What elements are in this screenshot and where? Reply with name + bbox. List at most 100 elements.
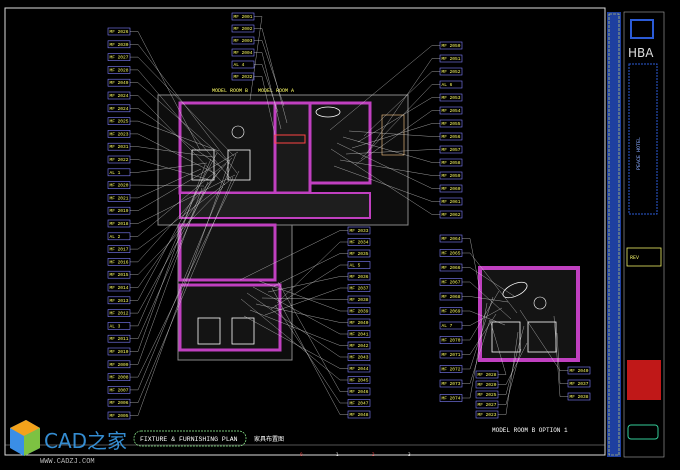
callout-tag[interactable]: MF 2005 (107, 159, 231, 420)
callout-tag[interactable]: MF 2024 (107, 91, 226, 186)
callout-tag[interactable]: MF 2053 (357, 93, 463, 143)
callout-tag[interactable]: AL 5 (270, 261, 371, 310)
callout-tag[interactable]: MF 2008 (107, 170, 240, 381)
callout-tag[interactable]: MF 2019 (107, 151, 239, 215)
callout-tag[interactable]: MF 2021 (107, 168, 202, 202)
callout-tag[interactable]: MF 2070 (439, 290, 500, 344)
callout-tag[interactable]: MF 2004 (231, 48, 282, 130)
callout-tag[interactable]: MF 2060 (336, 142, 463, 193)
callout-tag[interactable]: MF 2049 (107, 78, 229, 163)
callout-tag[interactable]: MF 2039 (258, 280, 371, 315)
callout-code: MF 2067 (442, 280, 461, 286)
callout-tag[interactable]: MF 2007 (107, 153, 237, 394)
callout-tag[interactable]: MF 2071 (439, 313, 497, 359)
callout-tag[interactable]: MF 2024 (107, 104, 223, 169)
leader-line (351, 123, 440, 149)
leader-line (462, 296, 494, 370)
callout-tag[interactable]: MF 2058 (342, 136, 463, 167)
callout-tag[interactable]: MF 2069 (439, 307, 506, 326)
callout-tag[interactable]: MF 2016 (107, 163, 227, 266)
callout-tag[interactable]: MF 2011 (107, 181, 209, 343)
callout-tag[interactable]: AL 7 (439, 307, 503, 330)
callout-tag[interactable]: MF 2001 (231, 12, 263, 101)
callout-tag[interactable]: MF 2010 (107, 164, 206, 356)
callout-tag[interactable]: MF 2064 (439, 234, 481, 291)
callout-tag[interactable]: AL 3 (107, 158, 212, 330)
callout-tag[interactable]: MF 2023 (107, 130, 217, 175)
callout-tag[interactable]: MF 2031 (107, 142, 214, 158)
callout-tag[interactable]: MF 2025 (475, 325, 525, 399)
callout-tag[interactable]: MF 2023 (475, 331, 519, 419)
callout-tag[interactable]: MF 2022 (107, 155, 211, 181)
callout-tag[interactable]: MF 2061 (333, 165, 463, 206)
callout-tag[interactable]: MF 2003 (231, 36, 285, 107)
callout-tag[interactable]: MF 2002 (231, 24, 288, 124)
callout-tag[interactable]: MF 2066 (439, 263, 515, 297)
callout-tag[interactable]: MF 2015 (107, 186, 224, 279)
callout-tag[interactable]: MF 2051 (366, 54, 463, 154)
callout-tag[interactable]: MF 2033 (239, 226, 371, 281)
callout-tag[interactable]: MF 2048 (271, 287, 371, 419)
callout-tag[interactable]: MF 2035 (273, 249, 371, 287)
callout-tag[interactable]: AL 6 (360, 80, 463, 160)
callout-tag[interactable]: MF 2055 (351, 119, 463, 149)
callout-code: MF 2013 (110, 298, 129, 304)
callout-tag[interactable]: MF 2037 (556, 332, 591, 388)
callout-tag[interactable]: MF 2042 (249, 309, 371, 350)
callout-code: AL 2 (110, 234, 121, 240)
callout-tag[interactable]: MF 2046 (277, 281, 371, 396)
callout-tag[interactable]: MF 2050 (329, 41, 463, 131)
callout-tag[interactable]: MF 2026 (107, 27, 201, 151)
callout-tag[interactable]: MF 2072 (439, 296, 494, 373)
callout-tag[interactable]: MF 2037 (264, 284, 371, 316)
callout-code: MF 2009 (110, 362, 129, 368)
callout-tag[interactable]: MF 2038 (553, 315, 591, 401)
callout-tag[interactable]: MF 2043 (246, 292, 371, 361)
callout-tag[interactable]: MF 2027 (475, 348, 522, 409)
watermark-logo: CAD之家 (44, 429, 127, 453)
leader-line (462, 281, 512, 320)
callout-code: MF 2040 (570, 368, 589, 374)
callout-tag[interactable]: MF 2040 (519, 309, 591, 375)
callout-tag[interactable]: AL 1 (107, 162, 208, 177)
callout-tag[interactable]: MF 2025 (107, 117, 220, 152)
callout-code: MF 2008 (110, 375, 129, 381)
callout-tag[interactable]: MF 2073 (439, 319, 491, 388)
callout-tag[interactable]: MF 2065 (439, 249, 518, 314)
callout-tag[interactable]: MF 2006 (107, 176, 234, 407)
callout-tag[interactable]: MF 2020 (475, 342, 528, 389)
callout-tag[interactable]: MF 2047 (274, 304, 371, 407)
callout-tag[interactable]: MF 2068 (439, 292, 509, 303)
callout-tag[interactable]: MF 2020 (107, 181, 205, 189)
leader-line (254, 28, 288, 124)
callout-tag[interactable]: MF 2067 (439, 278, 512, 320)
callout-tag[interactable]: MF 2032 (231, 72, 276, 136)
callout-tag[interactable]: MF 2036 (267, 272, 371, 293)
callout-tag[interactable]: MF 2056 (348, 130, 463, 141)
leader-line (130, 174, 236, 224)
callout-tag[interactable]: MF 2028 (107, 66, 232, 180)
callout-tag[interactable]: MF 2059 (339, 159, 463, 180)
callout-tag[interactable]: MF 2009 (107, 187, 203, 369)
callout-tag[interactable]: MF 2054 (354, 106, 463, 166)
callout-tag[interactable]: AL 2 (107, 157, 233, 241)
callout-tag[interactable]: MF 2030 (107, 40, 238, 174)
callout-tag[interactable]: MF 2028 (475, 319, 507, 379)
callout-tag[interactable]: MF 2038 (261, 295, 371, 304)
callout-tag[interactable]: MF 2057 (345, 145, 463, 155)
callout-tag[interactable]: MF 2012 (107, 175, 215, 317)
callout-tag[interactable]: MF 2041 (252, 286, 371, 338)
callout-tag[interactable]: MF 2052 (363, 67, 463, 137)
callout-tag[interactable]: MF 2045 (240, 298, 371, 384)
callout-tag[interactable]: MF 2014 (107, 169, 221, 292)
callout-tag[interactable]: MF 2013 (107, 152, 218, 305)
callout-tag[interactable]: MF 2062 (330, 148, 463, 219)
callout-tag[interactable]: MF 2044 (243, 315, 371, 373)
leader-line (130, 170, 240, 378)
callout-tag[interactable]: MF 2027 (107, 53, 235, 157)
callout-tag[interactable]: MF 2018 (107, 174, 236, 228)
callout-tag[interactable]: AL 4 (231, 60, 279, 113)
callout-tag[interactable]: MF 2034 (276, 238, 371, 304)
callout-tag[interactable]: MF 2074 (439, 302, 488, 402)
